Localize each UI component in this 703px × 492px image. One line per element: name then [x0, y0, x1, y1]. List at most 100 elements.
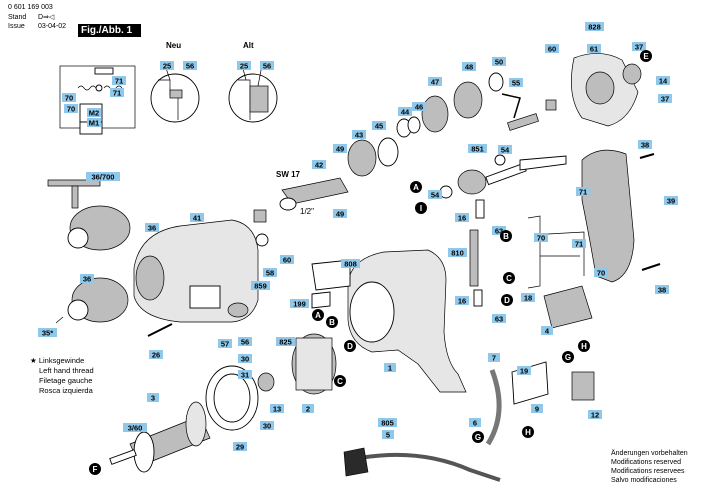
part-tag: 63	[492, 226, 506, 235]
part-tag-box	[428, 190, 442, 199]
gear-48	[453, 81, 483, 119]
part-tag: 60	[545, 44, 559, 53]
part-tag: 29	[233, 442, 247, 451]
part-tag-box	[448, 248, 467, 257]
part-tag-box	[372, 121, 386, 130]
part-tag-label: 36	[83, 274, 91, 283]
part-tag: 43	[352, 130, 366, 139]
needle-sleeve	[545, 99, 557, 111]
spindle-nose	[279, 197, 297, 211]
part-tag: 31	[238, 370, 252, 379]
part-tag-label: 70	[65, 93, 73, 102]
part-tag-label: 30	[263, 421, 271, 430]
part-tag-label: 42	[315, 160, 323, 169]
part-tag: 54	[498, 145, 512, 154]
part-tag-label: 61	[590, 44, 598, 53]
contact-16a	[475, 199, 485, 219]
part-tag-label: 805	[381, 418, 394, 427]
part-tag: M2	[87, 108, 101, 117]
part-tag: 56	[183, 61, 197, 70]
star-marker: ★	[30, 356, 37, 365]
part-tag-label: 44	[401, 107, 410, 116]
part-tag-box	[341, 259, 360, 268]
reference-marker: B	[500, 230, 512, 242]
part-tag-label: 63	[495, 226, 503, 235]
left-hand-thread-footnote: ★ Linksgewinde Left hand thread Filetage…	[30, 356, 94, 396]
part-tag: 16	[455, 213, 469, 222]
reference-marker: E	[640, 50, 652, 62]
part-tag-box	[290, 299, 309, 308]
part-tag: 12	[588, 410, 602, 419]
part-tag-label: 3	[151, 393, 155, 402]
part-tag-box	[492, 314, 506, 323]
part-tag: 14	[656, 76, 670, 85]
part-tag-label: 48	[465, 62, 473, 71]
part-tag-label: 70	[597, 268, 605, 277]
part-tag-label: 9	[535, 404, 539, 413]
neu-seal-ring	[169, 89, 183, 99]
part-tag-box	[488, 353, 500, 362]
part-tag-box	[664, 196, 678, 205]
part-tag: 70	[594, 268, 608, 277]
marker-letter: I	[420, 204, 422, 213]
part-tag: 805	[378, 418, 397, 427]
part-tag: 36	[80, 274, 94, 283]
part-tag-label: 6	[473, 418, 477, 427]
part-tag-box	[110, 88, 124, 97]
part-tag: 38	[638, 140, 652, 149]
part-tag-box	[260, 421, 274, 430]
part-tag: 199	[290, 299, 309, 308]
reference-marker: F	[89, 463, 101, 475]
marker-letter: F	[93, 465, 98, 474]
part-tag-box	[160, 61, 174, 70]
part-tag-box	[509, 78, 523, 87]
part-tag-box	[123, 423, 147, 432]
part-tag-label: 18	[524, 293, 532, 302]
part-tag: 61	[587, 44, 601, 53]
part-tag-label: 25	[240, 61, 248, 70]
reference-marker: H	[578, 340, 590, 352]
part-tag-label: 56	[186, 61, 194, 70]
part-tag-box	[384, 363, 396, 372]
footnote-line: Rosca izquierda	[39, 386, 93, 395]
baffle-inner	[213, 373, 251, 423]
footnote-text: Linksgewinde	[38, 356, 85, 365]
part-tag-box	[147, 393, 159, 402]
reference-marker: C	[334, 375, 346, 387]
issue-label: Issue	[8, 23, 25, 30]
part-tag-box	[302, 404, 314, 413]
marker-circle	[334, 375, 346, 387]
gear-selector	[189, 285, 221, 309]
bearing-41	[253, 209, 267, 223]
armature-shaft	[109, 449, 137, 465]
plate-bearing	[585, 71, 615, 105]
marker-circle	[344, 340, 356, 352]
alt-label: Alt	[243, 41, 254, 50]
part-tag-label: 37	[635, 42, 643, 51]
part-tag: 45	[372, 121, 386, 130]
part-tag-box	[87, 118, 101, 127]
part-tag-label: 41	[193, 213, 201, 222]
marker-letter: H	[581, 342, 587, 351]
part-tag: 808	[341, 259, 360, 268]
reference-marker: A	[410, 181, 422, 193]
field-coil-body	[295, 337, 333, 391]
half-inch-label: 1/2"	[300, 207, 314, 216]
housing-bore	[349, 281, 395, 343]
part-tag-label: 56	[263, 61, 271, 70]
part-tag-box	[655, 285, 669, 294]
marker-letter: G	[475, 433, 481, 442]
part-tag: 3/60	[123, 423, 147, 432]
part-tag-label: 55	[512, 78, 520, 87]
part-tag: 39	[664, 196, 678, 205]
part-tag-box	[276, 337, 295, 346]
part-tag: 18	[521, 293, 535, 302]
part-tag-box	[545, 44, 559, 53]
part-tag: 58	[263, 268, 277, 277]
stand-label: Stand	[8, 14, 27, 21]
part-tag-box	[270, 404, 284, 413]
part-tag-box	[587, 44, 601, 53]
marker-letter: C	[506, 274, 512, 283]
marker-circle	[578, 340, 590, 352]
